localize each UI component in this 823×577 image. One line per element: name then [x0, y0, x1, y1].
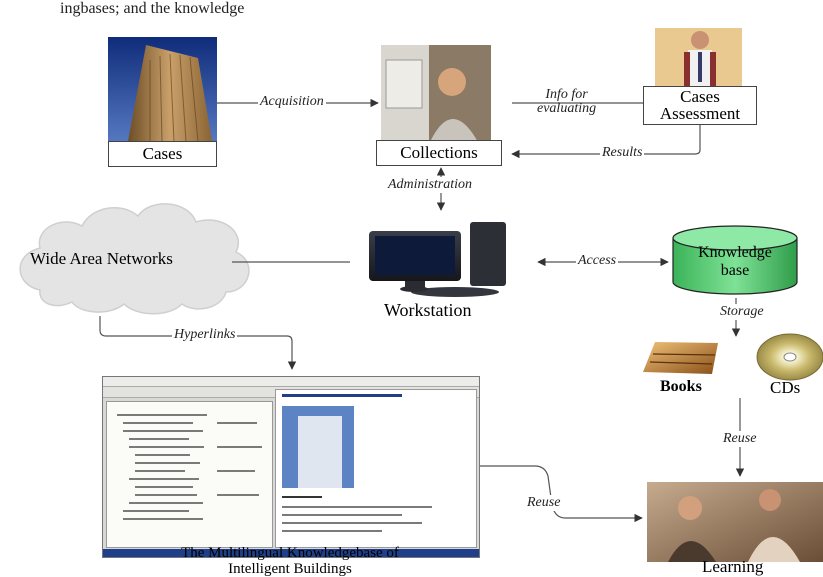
caption-line-1: The Multilingual Knowledgebase of [181, 545, 399, 561]
edge-results [511, 122, 701, 159]
wide-area-networks-label: Wide Area Networks [30, 249, 173, 268]
books-label: Books [660, 378, 702, 395]
info-for-evaluating-label: Info for evaluating [535, 88, 598, 116]
reuse-right-label: Reuse [721, 431, 759, 447]
books-image [643, 342, 718, 374]
storage-label: Storage [718, 304, 766, 320]
header-fragment-text: ingbases; and the knowledge [60, 0, 245, 17]
cases-building-image [108, 37, 217, 142]
administration-label: Administration [386, 177, 475, 193]
learning-label: Learning [702, 557, 764, 576]
cd-image [756, 333, 823, 381]
screenshot-tree-panel [106, 401, 273, 548]
access-label: Access [576, 253, 619, 269]
screenshot-detail-panel [275, 389, 477, 548]
cases-assessment-line2: Assessment [659, 104, 741, 123]
knowledge-base-label: Knowledge base [678, 244, 792, 280]
wide-area-networks-cloud [19, 203, 250, 315]
workstation-label: Workstation [384, 300, 472, 320]
collections-label: Collections [376, 140, 502, 166]
learning-photo [647, 482, 823, 562]
workstation-computer [369, 222, 506, 297]
screenshot-menubar [103, 377, 479, 387]
caption-line-2: Intelligent Buildings [228, 561, 352, 577]
knowledge-base-line1: Knowledge [698, 244, 772, 261]
acquisition-label: Acquisition [258, 94, 326, 110]
assessment-person-photo [655, 28, 742, 90]
cases-assessment-line1: Cases [680, 87, 720, 106]
collections-photo [381, 45, 491, 142]
knowledge-base-cylinder [672, 225, 798, 295]
cds-label: CDs [770, 378, 801, 397]
knowledge-base-line2: base [720, 262, 750, 279]
reuse-bottom-label: Reuse [525, 495, 563, 511]
cases-assessment-label: Cases Assessment [643, 86, 757, 125]
cases-label: Cases [108, 141, 217, 167]
screenshot-taskbar [103, 549, 479, 557]
results-label: Results [600, 145, 645, 161]
hyperlinks-label: Hyperlinks [172, 327, 238, 343]
info-line1: Info for [545, 87, 588, 102]
info-line2: evaluating [537, 101, 597, 116]
knowledgebase-screenshot [102, 376, 480, 558]
edge-reuse-bottom [479, 465, 643, 523]
